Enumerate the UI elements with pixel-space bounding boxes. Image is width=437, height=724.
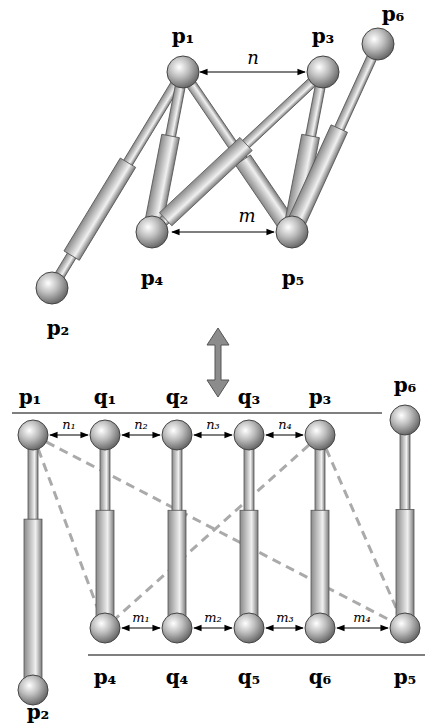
point-label: p₅ [394,667,417,687]
point-label: p₆ [382,4,405,24]
distance-label: m₂ [204,611,222,624]
group-line [12,412,382,413]
joint-sphere [167,56,199,88]
joint-sphere [362,28,394,60]
telescopic-strut [311,435,329,628]
distance-arrow [172,231,274,232]
joint-sphere [390,613,420,643]
joint-sphere [234,613,264,643]
point-label: p₄ [141,268,164,288]
joint-sphere [305,613,335,643]
distance-label: m₄ [353,611,371,624]
group-line [88,654,425,655]
joint-sphere [234,420,264,450]
point-label: p₆ [394,375,417,395]
point-label: q₆ [309,667,332,687]
point-label: p₂ [47,318,70,338]
telescopic-strut [284,40,386,235]
distance-arrow [194,627,232,628]
distance-label: n₁ [62,418,76,431]
point-label: p₃ [312,26,335,46]
telescopic-strut [24,435,42,690]
point-label: p₁ [19,387,42,407]
joint-sphere [305,420,335,450]
distance-arrow [266,627,303,628]
point-label: p₄ [94,667,117,687]
telescopic-strut [44,67,190,292]
distance-label: m₃ [276,611,294,624]
distance-arrow [266,434,303,435]
point-label: q₅ [238,667,261,687]
distance-arrow [194,434,232,435]
distance-label: n₄ [278,418,292,431]
point-label: q₄ [166,667,189,687]
point-label: q₃ [238,387,261,407]
joint-sphere [90,420,120,450]
distance-arrow [337,627,388,628]
joint-sphere [162,613,192,643]
distance-label: n [247,49,259,67]
dashed-link [320,435,405,628]
distance-arrow [50,434,88,435]
distance-label: m₁ [132,611,150,624]
telescopic-strut [168,435,186,628]
telescopic-strut [396,420,414,628]
telescopic-strut [96,435,114,628]
distance-label: n₂ [134,418,148,431]
dashed-link [33,435,405,628]
joint-sphere [162,420,192,450]
equivalence-arrow [207,328,229,397]
point-label: q₁ [94,387,117,407]
joint-sphere [36,272,68,304]
joint-sphere [276,216,308,248]
distance-arrow [122,434,160,435]
point-label: p₁ [172,26,195,46]
joint-sphere [90,613,120,643]
dashed-link [105,435,320,628]
dashed-link [33,435,105,628]
telescopic-strut [240,435,258,628]
joint-sphere [390,405,420,435]
joint-sphere [307,56,339,88]
point-label: q₂ [166,387,189,407]
joint-sphere [136,216,168,248]
point-label: p₂ [27,702,50,722]
joint-sphere [18,420,48,450]
distance-arrow [122,627,160,628]
point-label: p₅ [282,268,305,288]
distance-label: m [238,207,255,225]
joint-sphere [18,675,48,705]
distance-label: n₃ [206,418,220,431]
point-label: p₃ [309,387,332,407]
distance-arrow [200,71,305,72]
